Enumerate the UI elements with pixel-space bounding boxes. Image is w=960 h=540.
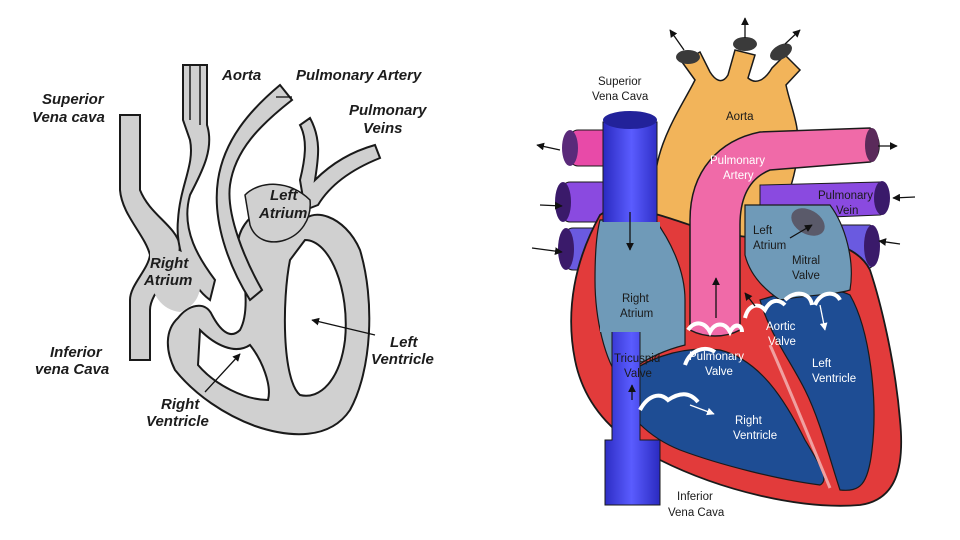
colored-heart: Superior Vena Cava Aorta Pulmonary Arter…: [531, 17, 916, 519]
schematic-aorta: [176, 64, 217, 302]
label-left-ventricle-2: Ventricle: [812, 373, 856, 385]
aorta-branch-3: [770, 43, 792, 61]
schematic-label-left-ventricle-2: Ventricle: [371, 351, 434, 368]
pulmonary-artery-branch-opening: [865, 128, 879, 162]
schematic-right-atrium: [150, 248, 201, 312]
aorta-branch-1: [676, 50, 700, 64]
schematic-right-ventricle-cavity: [196, 327, 270, 402]
schematic-left-ventricle-arrow: [311, 317, 376, 336]
schematic-label-left-atrium-1: Left: [270, 187, 299, 204]
label-pulmonary-vein-1: Pulmonary: [818, 190, 873, 202]
pulmonary-valve-base: [683, 346, 717, 366]
label-superior-vena-cava-1: Superior: [598, 76, 642, 88]
label-aortic-valve-2: Valve: [768, 336, 796, 348]
label-left-ventricle-1: Left: [812, 358, 832, 370]
label-superior-vena-cava-2: Vena Cava: [592, 91, 649, 103]
pulmonary-valve: [686, 321, 744, 337]
label-tricuspid-valve-1: Tricuspid: [614, 353, 660, 365]
schematic-label-pulmonary-veins-1: Pulmonary: [349, 102, 427, 119]
label-inferior-vena-cava-1: Inferior: [677, 491, 713, 503]
left-ventricle-chamber: [759, 288, 875, 491]
schematic-label-left-atrium-2: Atrium: [258, 205, 307, 222]
label-right-ventricle-2: Ventricle: [733, 430, 777, 442]
schematic-heart: Aorta Pulmonary Artery Superior Vena cav…: [32, 64, 434, 436]
label-aortic-valve-1: Aortic: [766, 321, 796, 333]
schematic-pulmonary-veins: [298, 116, 382, 212]
aortic-valve: [743, 298, 787, 319]
label-right-ventricle-1: Right: [735, 415, 763, 427]
label-aorta: Aorta: [726, 111, 754, 123]
label-pulmonary-artery-2: Artery: [723, 170, 754, 182]
label-right-atrium-2: Atrium: [620, 308, 653, 320]
label-left-atrium-1: Left: [753, 225, 773, 237]
label-mitral-valve-2: Valve: [792, 270, 820, 282]
schematic-label-aorta: Aorta: [221, 67, 261, 84]
label-pulmonary-vein-2: Vein: [836, 205, 858, 217]
schematic-label-inferior-vc-1: Inferior: [50, 344, 103, 361]
aorta-branch-2: [733, 37, 757, 51]
label-mitral-valve-1: Mitral: [792, 255, 820, 267]
schematic-right-ventricle-arrow: [204, 353, 241, 393]
schematic-label-superior-vc-1: Superior: [42, 91, 105, 108]
tricuspid-valve: [638, 392, 700, 412]
septum: [768, 344, 832, 489]
mitral-valve: [783, 291, 842, 306]
schematic-label-pulmonary-veins-2: Veins: [363, 120, 402, 137]
label-left-atrium-2: Atrium: [753, 240, 786, 252]
superior-vena-cava-opening: [603, 111, 657, 129]
schematic-label-pulmonary-artery: Pulmonary Artery: [296, 67, 422, 84]
schematic-label-right-ventricle-1: Right: [161, 396, 200, 413]
label-inferior-vena-cava-2: Vena Cava: [668, 507, 725, 519]
schematic-left-atrium: [244, 183, 311, 243]
label-pulmonary-valve-1: Pulmonary: [689, 351, 744, 363]
label-pulmonary-valve-2: Valve: [705, 366, 733, 378]
schematic-vena-cava: [119, 114, 182, 361]
pulmonary-vein-opening: [791, 208, 825, 236]
label-tricuspid-valve-2: Valve: [624, 368, 652, 380]
schematic-label-left-ventricle-1: Left: [390, 334, 419, 351]
schematic-label-inferior-vc-2: vena Cava: [35, 361, 109, 378]
schematic-label-superior-vc-2: Vena cava: [32, 109, 105, 126]
label-pulmonary-artery-1: Pulmonary: [710, 155, 765, 167]
label-right-atrium-1: Right: [622, 293, 650, 305]
schematic-label-right-atrium-2: Atrium: [143, 272, 192, 289]
schematic-label-right-atrium-1: Right: [150, 255, 189, 272]
schematic-label-right-ventricle-2: Ventricle: [146, 413, 209, 430]
schematic-pulmonary-artery: [215, 83, 294, 302]
